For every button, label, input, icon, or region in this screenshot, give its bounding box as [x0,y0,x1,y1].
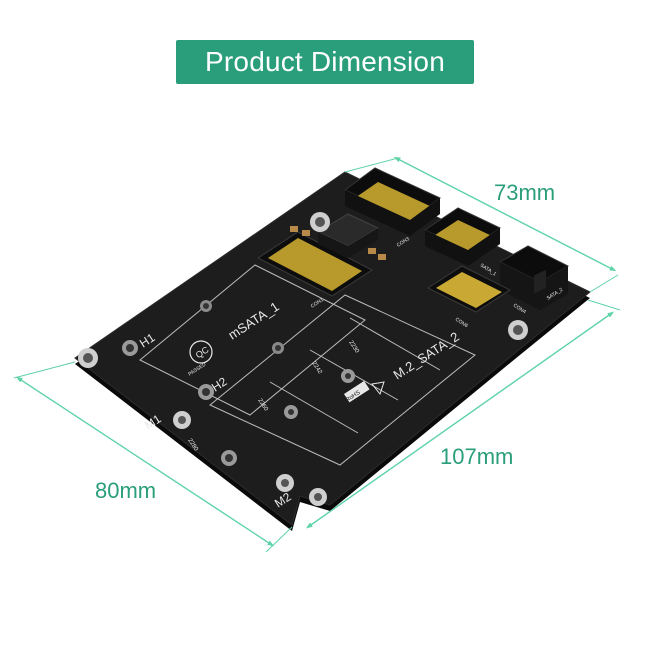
voltage-regulator [316,213,380,258]
standoff [221,450,237,466]
screw-hole [276,474,294,492]
msata-socket [257,231,373,297]
standoff [200,300,212,312]
standoff [272,342,284,354]
standoff [284,405,298,419]
qc-passed-logo [189,340,213,364]
dimension-73mm-label: 73mm [494,180,555,205]
dimension-length [305,299,621,529]
screw-hole [78,348,98,368]
screw-hole [508,320,528,340]
screw-hole [309,488,327,506]
smd-component [368,248,376,254]
smd-component [378,254,386,260]
smd-component [290,226,298,232]
standoff [122,340,138,356]
banner-title: Product Dimension [205,46,445,77]
m2-socket [426,265,512,313]
dimension-width [344,156,619,293]
smd-component [302,230,310,236]
dimension-80mm-label: 80mm [95,478,156,503]
screw-hole [310,212,330,232]
standoff [341,369,355,383]
dimension-107mm-label: 107mm [440,444,513,469]
dimension-depth [13,361,293,553]
screw-hole [173,411,191,429]
product-dimension-banner: Product Dimension [176,40,474,84]
